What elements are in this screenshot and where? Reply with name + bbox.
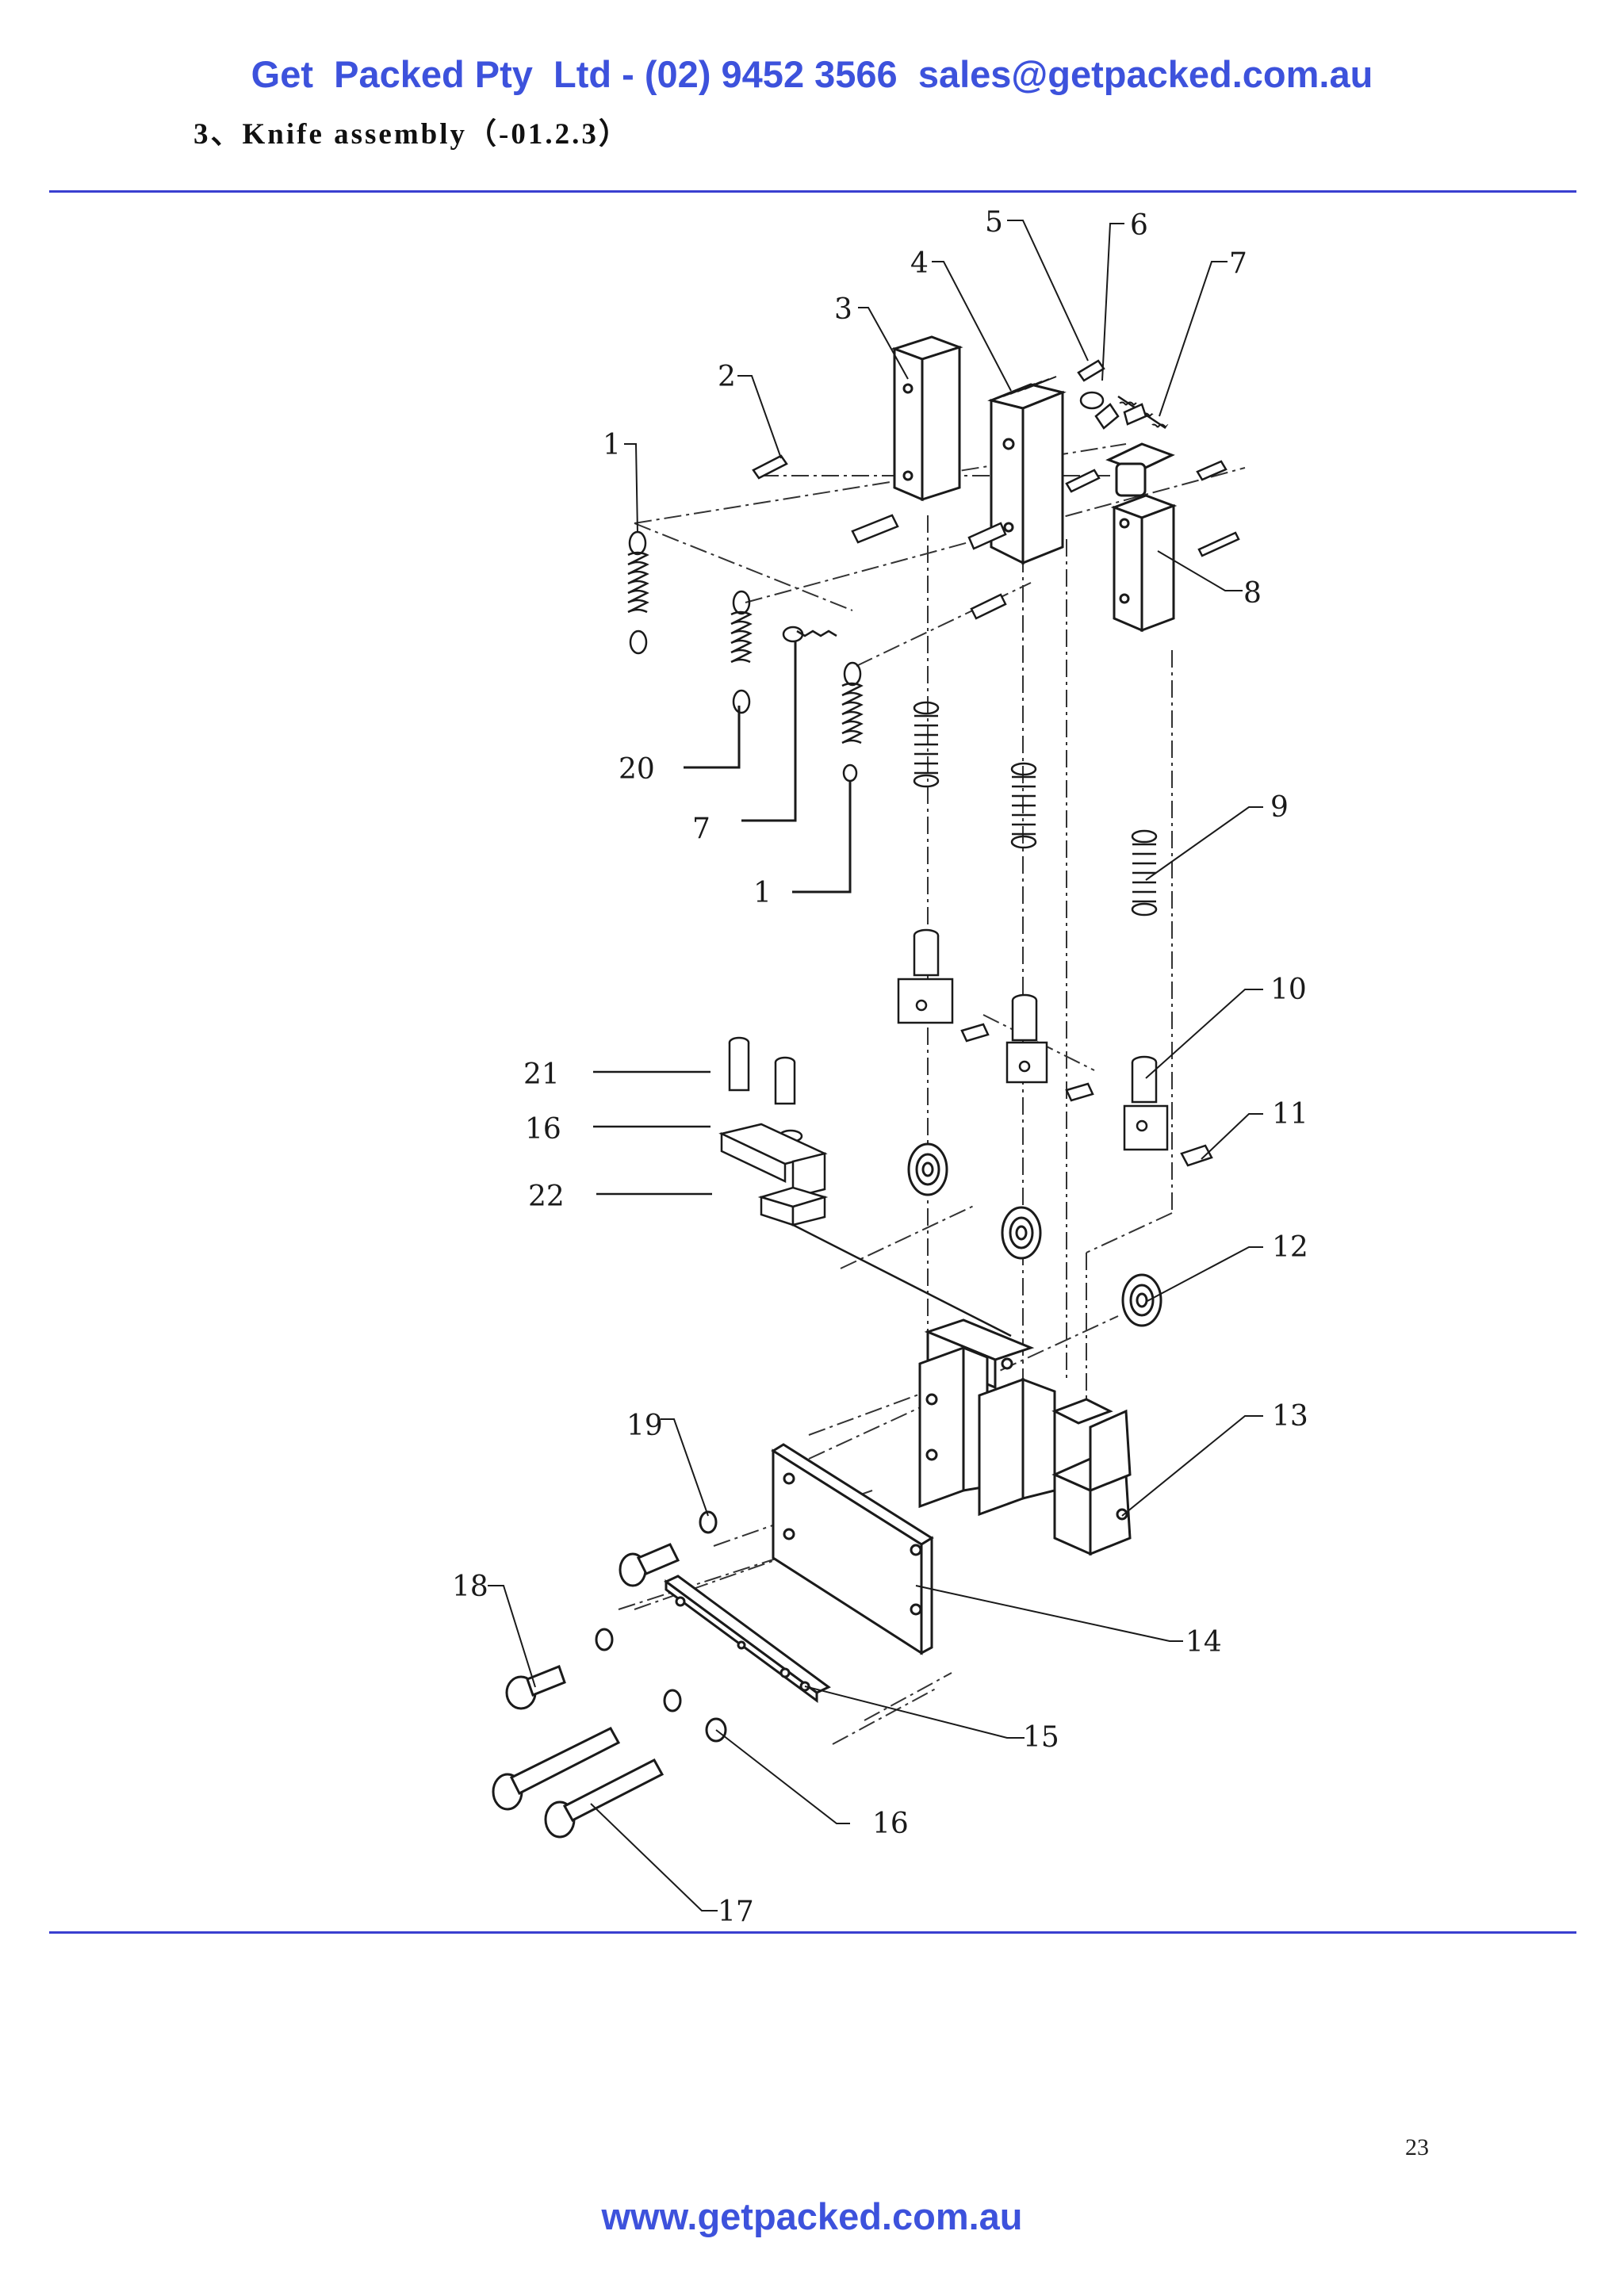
- callout-7-mid: 7: [692, 813, 710, 845]
- callout-21: 21: [523, 1058, 560, 1091]
- compression-springs: [913, 701, 1158, 916]
- page-number: 23: [1405, 2134, 1429, 2160]
- callout-13: 13: [1272, 1400, 1308, 1433]
- callout-5: 5: [985, 206, 1003, 239]
- callout-4: 4: [910, 247, 929, 280]
- fasteners: [492, 1510, 727, 1839]
- callout-labels: 5 6 4 7 3 2 1 8 20 7 1 9 10 21 16 22 11 …: [452, 206, 1308, 1928]
- callout-17: 17: [718, 1896, 754, 1928]
- callout-10: 10: [1270, 974, 1307, 1006]
- base-frame-13: [918, 1318, 1132, 1556]
- callout-16-mid: 16: [525, 1113, 561, 1146]
- callout-6: 6: [1130, 209, 1148, 242]
- knife-blade-4: [987, 376, 1067, 565]
- footer-website-link[interactable]: www.getpacked.com.au: [601, 2195, 1023, 2237]
- knife-arm-8: [1105, 442, 1178, 633]
- callout-20: 20: [619, 753, 655, 786]
- callout-1-top: 1: [603, 429, 621, 461]
- callout-leaders: [488, 220, 1263, 1911]
- bracket-22-with-screws: [718, 1036, 829, 1226]
- callout-12: 12: [1272, 1231, 1308, 1264]
- callout-16-bottom: 16: [872, 1808, 909, 1840]
- bottom-divider: [49, 1931, 1576, 1934]
- callout-9: 9: [1270, 791, 1289, 824]
- callout-2: 2: [718, 361, 736, 393]
- callout-15: 15: [1023, 1721, 1059, 1754]
- bracket-leader-line: [792, 1223, 1012, 1337]
- callout-3: 3: [834, 293, 852, 326]
- plungers-10: [897, 928, 1213, 1167]
- callout-22: 22: [528, 1181, 565, 1213]
- knife-holder-block-3: [891, 335, 963, 502]
- bearings-12: [907, 1142, 1162, 1327]
- top-pins: [752, 359, 1240, 620]
- callout-11: 11: [1272, 1098, 1308, 1131]
- tension-springs: [627, 530, 864, 783]
- top-divider: [49, 190, 1576, 193]
- callout-1-mid: 1: [753, 877, 772, 909]
- mounting-plate-14: [771, 1443, 934, 1655]
- section-title: 3、Knife assembly（-01.2.3）: [193, 118, 630, 151]
- callout-19: 19: [626, 1410, 663, 1442]
- callout-8: 8: [1243, 577, 1262, 610]
- callout-18: 18: [452, 1571, 488, 1603]
- callout-14: 14: [1185, 1626, 1222, 1659]
- clamp-plate-15: [664, 1575, 831, 1703]
- torsion-spring-7: [1115, 392, 1169, 432]
- company-contact-header: Get Packed Pty Ltd - (02) 9452 3566 sale…: [251, 53, 1373, 95]
- callout-7-top: 7: [1229, 247, 1247, 280]
